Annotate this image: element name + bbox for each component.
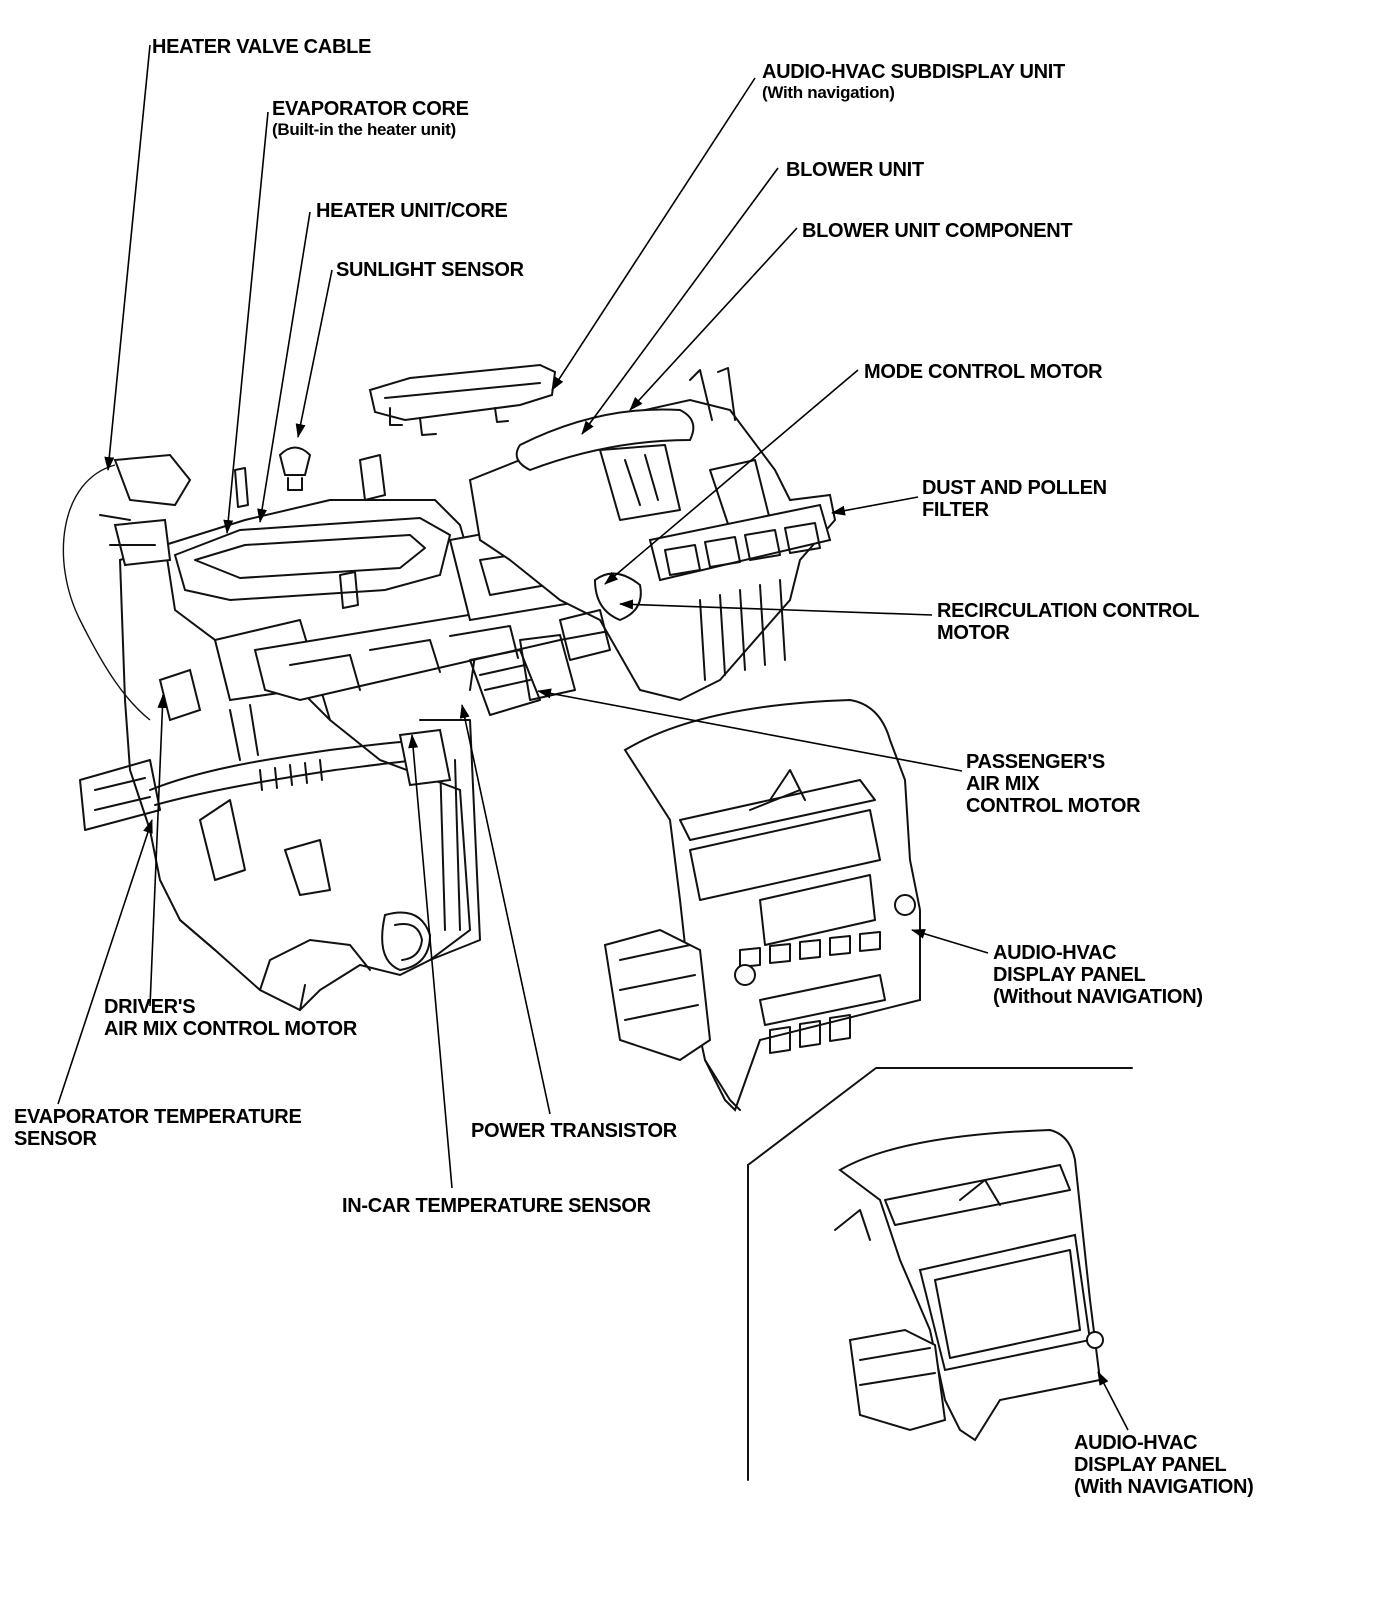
label-line: CONTROL MOTOR xyxy=(966,795,1141,817)
label-line: DISPLAY PANEL xyxy=(1074,1454,1227,1476)
label-power-transistor: POWER TRANSISTOR xyxy=(471,1120,677,1142)
label-line: AUDIO-HVAC SUBDISPLAY UNIT xyxy=(762,61,1065,83)
label-line: AIR MIX CONTROL MOTOR xyxy=(104,1018,357,1040)
label-line: FILTER xyxy=(922,499,989,521)
label-line: IN-CAR TEMPERATURE SENSOR xyxy=(342,1195,651,1217)
label-display-panel-without-nav: AUDIO-HVAC DISPLAY PANEL (Without NAVIGA… xyxy=(993,942,1203,1008)
label-line: SENSOR xyxy=(14,1128,97,1150)
label-line: EVAPORATOR CORE xyxy=(272,98,469,120)
label-display-panel-with-nav: AUDIO-HVAC DISPLAY PANEL (With NAVIGATIO… xyxy=(1074,1432,1254,1498)
label-line: POWER TRANSISTOR xyxy=(471,1120,677,1142)
label-line: (Without NAVIGATION) xyxy=(993,986,1203,1008)
label-line: PASSENGER'S xyxy=(966,751,1105,773)
label-note: (Built-in the heater unit) xyxy=(272,120,456,139)
label-evaporator-temperature-sensor: EVAPORATOR TEMPERATURE SENSOR xyxy=(14,1106,302,1150)
label-dust-pollen-filter: DUST AND POLLEN FILTER xyxy=(922,477,1107,521)
label-line: HEATER UNIT/CORE xyxy=(316,200,508,222)
label-line: BLOWER UNIT COMPONENT xyxy=(802,220,1073,242)
display-panel-no-nav-illustration xyxy=(603,698,921,1112)
label-recirculation-control-motor: RECIRCULATION CONTROL MOTOR xyxy=(937,600,1200,644)
label-blower-unit-component: BLOWER UNIT COMPONENT xyxy=(802,220,1073,242)
label-heater-unit-core: HEATER UNIT/CORE xyxy=(316,200,508,222)
label-mode-control-motor: MODE CONTROL MOTOR xyxy=(864,361,1103,383)
label-subdisplay-unit: AUDIO-HVAC SUBDISPLAY UNIT (With navigat… xyxy=(762,61,1065,102)
label-line: AUDIO-HVAC xyxy=(993,942,1117,964)
label-line: SUNLIGHT SENSOR xyxy=(336,259,524,281)
label-line: EVAPORATOR TEMPERATURE xyxy=(14,1106,302,1128)
label-line: AUDIO-HVAC xyxy=(1074,1432,1198,1454)
label-line: DISPLAY PANEL xyxy=(993,964,1146,986)
label-line: DUST AND POLLEN xyxy=(922,477,1107,499)
label-line: MODE CONTROL MOTOR xyxy=(864,361,1103,383)
label-line: BLOWER UNIT xyxy=(786,159,924,181)
label-evaporator-core: EVAPORATOR CORE (Built-in the heater uni… xyxy=(272,98,469,139)
label-driver-air-mix-motor: DRIVER'S AIR MIX CONTROL MOTOR xyxy=(104,996,357,1040)
label-sunlight-sensor: SUNLIGHT SENSOR xyxy=(336,259,524,281)
leader-lines xyxy=(57,44,1129,1431)
label-line: DRIVER'S xyxy=(104,996,196,1018)
label-line: AIR MIX xyxy=(966,773,1040,795)
label-line: RECIRCULATION CONTROL xyxy=(937,600,1200,622)
label-heater-valve-cable: HEATER VALVE CABLE xyxy=(152,36,371,58)
label-blower-unit: BLOWER UNIT xyxy=(786,159,924,181)
label-line: MOTOR xyxy=(937,622,1010,644)
blower-unit-illustration xyxy=(468,367,837,702)
label-in-car-temperature-sensor: IN-CAR TEMPERATURE SENSOR xyxy=(342,1195,651,1217)
label-line: HEATER VALVE CABLE xyxy=(152,36,372,58)
label-note: (With navigation) xyxy=(762,83,895,102)
label-line: (With NAVIGATION) xyxy=(1074,1476,1254,1498)
subdisplay-unit-illustration xyxy=(368,363,557,436)
label-passenger-air-mix-motor: PASSENGER'S AIR MIX CONTROL MOTOR xyxy=(966,751,1141,817)
display-panel-nav-inset xyxy=(747,1067,1133,1481)
